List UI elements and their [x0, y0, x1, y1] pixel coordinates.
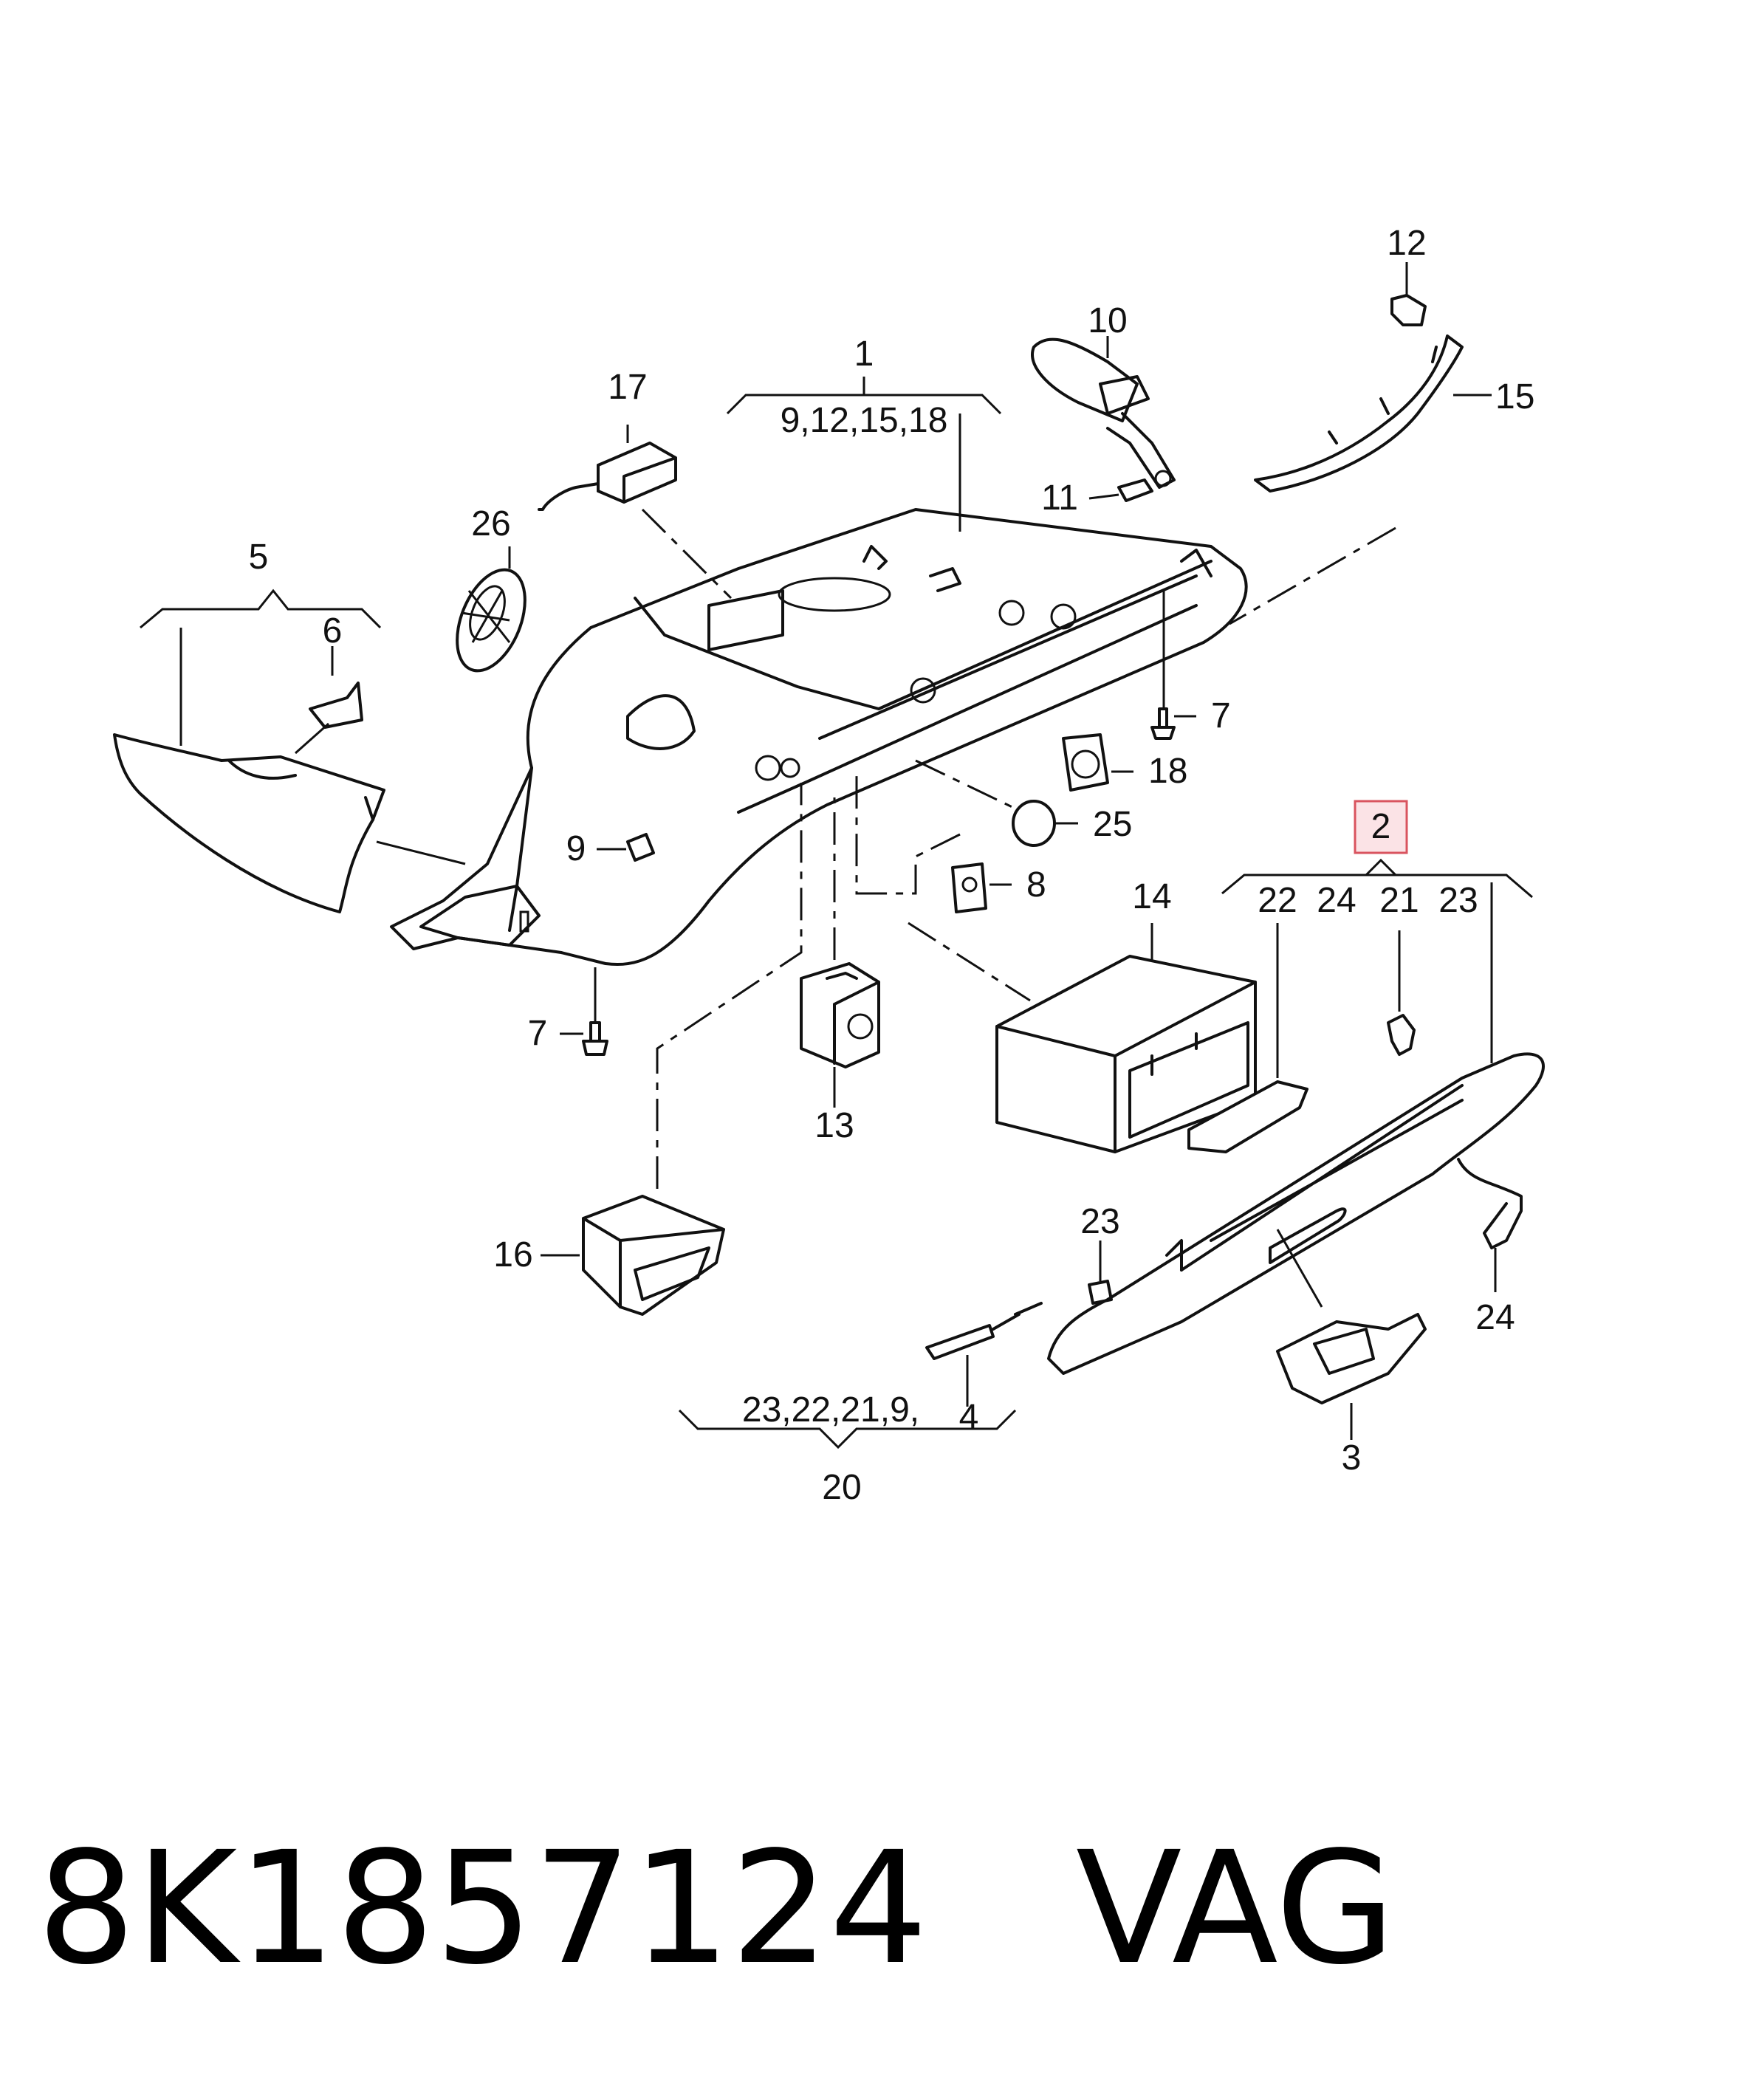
side-trim-panel — [113, 733, 385, 913]
callout-2-item-23: 23 — [1438, 881, 1478, 920]
trim-strip-15 — [1254, 334, 1464, 493]
bracket-2 — [1221, 874, 1533, 899]
latch-22 — [1187, 1080, 1308, 1153]
callout-20: 20 — [822, 1468, 861, 1507]
callout-18: 18 — [1148, 752, 1187, 791]
callout-14: 14 — [1132, 877, 1171, 916]
handle-3 — [1276, 1313, 1427, 1404]
pin-4-tip — [1014, 1302, 1043, 1316]
glove-box-lid-2 — [1047, 1052, 1545, 1375]
callout-4: 4 — [959, 1398, 979, 1437]
callout-24: 24 — [1475, 1298, 1515, 1337]
clip-12 — [1390, 294, 1427, 326]
dash-15 — [1229, 526, 1396, 625]
callout-10: 10 — [1088, 301, 1127, 340]
footer-part-number: 8K1857124 — [37, 1818, 928, 1999]
bracket-5 — [140, 589, 382, 629]
callout-2-item-24: 24 — [1317, 881, 1356, 920]
leader-3-up — [1276, 1229, 1323, 1308]
callout-8: 8 — [1026, 865, 1046, 905]
callout-5: 5 — [249, 538, 269, 577]
leader-5-to-housing — [376, 840, 466, 865]
bumper-21 — [1387, 1014, 1416, 1056]
callout-9: 9 — [566, 829, 586, 868]
clip-23 — [1088, 1280, 1113, 1305]
lock-18 — [1062, 733, 1109, 792]
vent-16 — [582, 1195, 725, 1316]
callout-17: 17 — [608, 368, 647, 407]
nut-8 — [951, 862, 987, 913]
dash-17 — [641, 508, 733, 600]
callout-2-item-22: 22 — [1258, 881, 1297, 920]
highlight-box-2 — [1354, 800, 1408, 854]
storage-tray-14 — [995, 955, 1257, 1153]
callout-23: 23 — [1080, 1202, 1119, 1241]
callout-6: 6 — [323, 611, 343, 651]
callout-16: 16 — [493, 1235, 532, 1274]
footer-part-label: 8K1857124 VAG — [37, 1831, 1396, 1986]
dash-8 — [855, 768, 961, 895]
callout-12: 12 — [1387, 224, 1426, 263]
callout-26: 26 — [471, 504, 510, 543]
callout-25: 25 — [1093, 805, 1132, 844]
callout-15: 15 — [1495, 377, 1534, 416]
callout-2-item-21: 21 — [1379, 881, 1419, 920]
callout-11: 11 — [1041, 478, 1078, 518]
switch-13 — [800, 962, 880, 1068]
screw-7b — [582, 1021, 608, 1056]
callout-13: 13 — [814, 1106, 854, 1145]
callout-7b: 7 — [528, 1014, 548, 1053]
callout-7a: 7 — [1211, 696, 1231, 735]
leader-11 — [1088, 493, 1119, 500]
screw-7a — [1150, 707, 1176, 740]
callout-3: 3 — [1342, 1438, 1362, 1478]
wire-24 — [1457, 1158, 1523, 1249]
pin-4 — [925, 1313, 1021, 1360]
trim-strip-15-tabs — [1328, 346, 1438, 445]
dash-25 — [915, 759, 1016, 810]
clip-9 — [626, 833, 655, 862]
bracket-20 — [678, 1409, 1017, 1449]
bracket-2-apex — [1365, 858, 1397, 876]
callout-20-group: 23,22,21,9, — [742, 1390, 919, 1430]
screw-11 — [1117, 478, 1153, 502]
plug-25 — [1012, 800, 1056, 847]
sensor-17 — [538, 442, 677, 511]
callout-1-group: 9,12,15,18 — [781, 401, 948, 440]
glove-box-housing — [390, 508, 1248, 967]
callout-labels: 1 9,12,15,18 2 22 24 21 23 3 4 5 6 7 7 8… — [249, 224, 1535, 1507]
callout-1: 1 — [854, 334, 874, 374]
clip-6 — [309, 682, 363, 729]
footer-brand: VAG — [1075, 1818, 1396, 1999]
speaker-grille-26 — [456, 568, 526, 673]
leader-6 — [295, 722, 329, 755]
dash-14 — [908, 922, 1031, 1002]
damper-10 — [1031, 337, 1176, 489]
dash-16 — [656, 783, 803, 1189]
callout-2: 2 — [1371, 807, 1391, 846]
